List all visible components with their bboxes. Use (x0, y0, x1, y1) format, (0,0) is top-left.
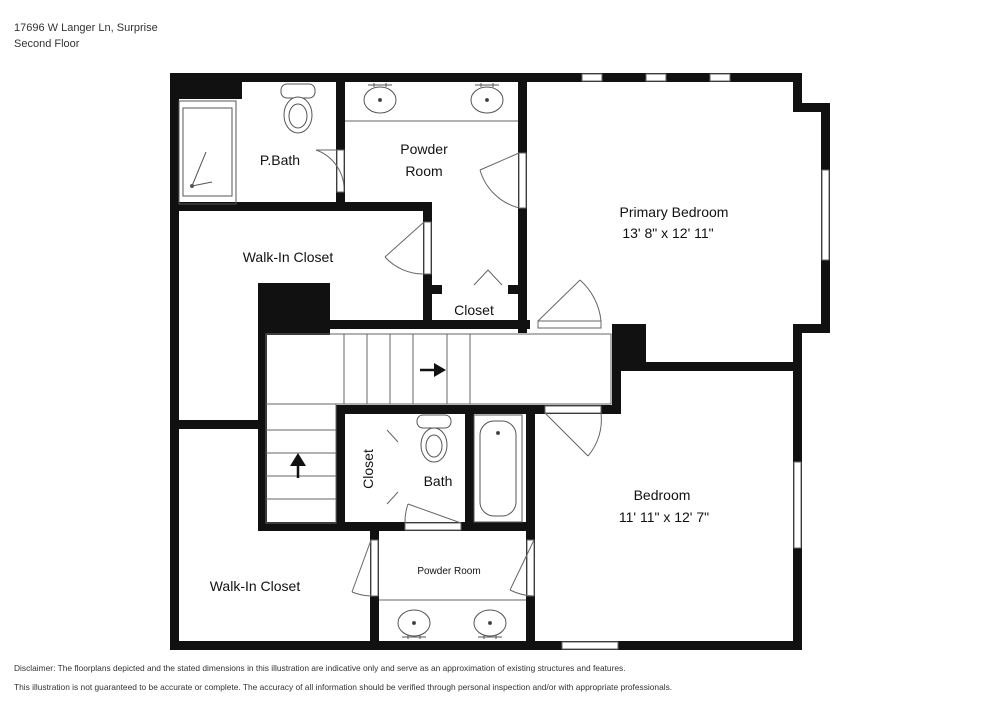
window-openings (561, 73, 830, 650)
pbath-label: P.Bath (260, 152, 300, 168)
shower-stall (178, 100, 237, 205)
address-text: 17696 W Langer Ln, Surprise (14, 22, 158, 34)
disclaimer-line-1: Disclaimer: The floorplans depicted and … (14, 663, 626, 673)
counter-lines (345, 120, 526, 601)
door-openings (336, 149, 602, 597)
closet-bath-label: Closet (360, 449, 376, 489)
toilet-pbath (280, 83, 316, 134)
door-swings (315, 149, 602, 597)
closet-mid-label: Closet (454, 302, 494, 318)
disclaimer-line-2: This illustration is not guaranteed to b… (14, 682, 673, 692)
bathtub (473, 414, 523, 523)
floor-label: Second Floor (14, 38, 80, 50)
toilet-bath (416, 414, 452, 463)
sinks (363, 83, 507, 639)
primary-bedroom-label: Primary Bedroom (620, 204, 729, 220)
powder-top-label-line2: Room (405, 163, 442, 179)
walkin-closet-top-label: Walk-In Closet (243, 249, 334, 265)
powder-bottom-label: Powder Room (417, 566, 480, 577)
bedroom-label: Bedroom (634, 487, 691, 503)
stair-arrow-up (290, 453, 306, 478)
stair-arrow-right (420, 363, 446, 377)
powder-top-label-line1: Powder (400, 141, 448, 157)
walkin-closet-bottom-label: Walk-In Closet (210, 578, 301, 594)
primary-bedroom-dims: 13' 8" x 12' 11" (622, 225, 713, 241)
bedroom-dims: 11' 11" x 12' 7" (619, 509, 709, 525)
stairs (265, 333, 612, 524)
bath-label: Bath (424, 473, 453, 489)
